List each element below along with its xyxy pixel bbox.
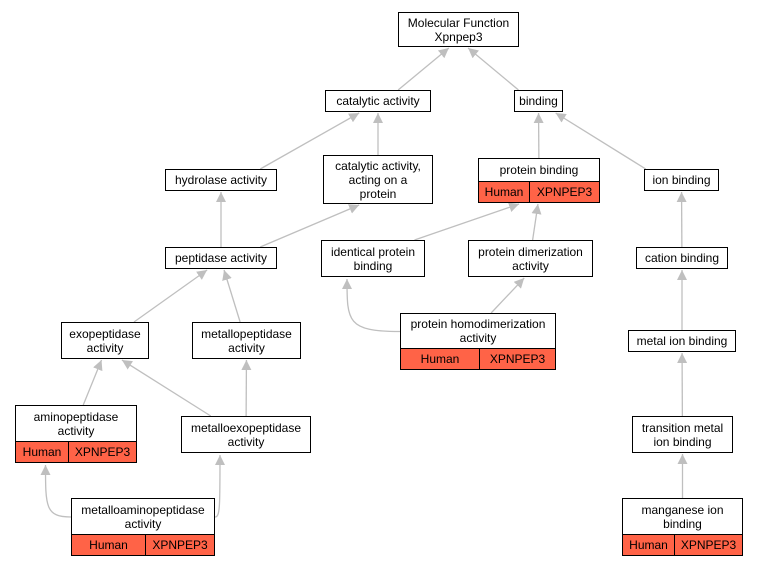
node-label: ion binding xyxy=(652,173,711,187)
gene-cell: XPNPEP3 xyxy=(152,538,208,552)
species-cell: Human xyxy=(401,349,480,369)
gene-cell: XPNPEP3 xyxy=(536,185,593,199)
node-label: catalytic activity xyxy=(336,94,420,108)
edge-homodimer-to-identical xyxy=(342,278,401,333)
node-label: protein binding xyxy=(499,163,579,177)
node-catalytic-activity[interactable]: catalytic activity xyxy=(325,90,431,112)
node-exopeptidase-activity[interactable]: exopeptidase activity xyxy=(61,322,149,359)
node-metalloexopeptidase-activity[interactable]: metalloexopeptidase activity xyxy=(181,416,311,453)
node-protein-dimerization-activity[interactable]: protein dimerization activity xyxy=(468,240,593,277)
edge-dimer-to-protein_binding xyxy=(531,203,542,241)
edge-peptidase-to-cat_protein xyxy=(259,204,360,248)
species-cell: Human xyxy=(16,442,69,462)
edge-identical-to-protein_binding xyxy=(414,202,520,241)
node-label: manganese ion binding xyxy=(641,502,724,531)
edge-catalytic-to-mf xyxy=(397,47,450,91)
node-label: cation binding xyxy=(644,251,720,265)
node-label: metalloexopeptidase activity xyxy=(190,420,302,449)
edge-ion_binding-to-binding xyxy=(555,112,647,170)
edge-aminopeptidase-to-exopeptidase xyxy=(82,359,103,406)
node-label: Molecular Function Xpnpep3 xyxy=(407,15,510,44)
edge-metalloexo-to-exopeptidase xyxy=(121,359,212,417)
node-aminopeptidase-activity[interactable]: aminopeptidase activity Human XPNPEP3 xyxy=(15,405,137,463)
node-identical-protein-binding[interactable]: identical protein binding xyxy=(321,240,425,277)
node-manganese-ion-binding[interactable]: manganese ion binding Human XPNPEP3 xyxy=(622,498,743,556)
species-cell: Human xyxy=(72,535,146,555)
node-metallopeptidase-activity[interactable]: metallopeptidase activity xyxy=(192,322,301,359)
node-peptidase-activity[interactable]: peptidase activity xyxy=(165,247,277,269)
node-molecular-function[interactable]: Molecular Function Xpnpep3 xyxy=(398,12,519,47)
node-label: transition metal ion binding xyxy=(641,420,724,449)
annotation-row: Human XPNPEP3 xyxy=(401,348,555,369)
node-protein-homodimerization-activity[interactable]: protein homodimerization activity Human … xyxy=(400,313,556,370)
species-cell: Human xyxy=(623,535,675,555)
node-label: metalloaminopeptidase activity xyxy=(81,502,205,531)
edge-metallopeptidase-to-peptidase xyxy=(222,269,241,323)
node-metalloaminopeptidase-activity[interactable]: metalloaminopeptidase activity Human XPN… xyxy=(71,498,215,556)
node-label: peptidase activity xyxy=(174,251,268,265)
node-label: binding xyxy=(519,94,558,108)
edge-homodimer-to-dimer xyxy=(490,277,525,314)
node-hydrolase-activity[interactable]: hydrolase activity xyxy=(165,169,277,191)
node-catalytic-activity-acting-on-a-protein[interactable]: catalytic activity, acting on a protein xyxy=(323,155,433,204)
node-ion-binding[interactable]: ion binding xyxy=(644,169,719,191)
node-binding[interactable]: binding xyxy=(514,90,563,112)
node-label: hydrolase activity xyxy=(174,173,268,187)
node-metal-ion-binding[interactable]: metal ion binding xyxy=(628,330,736,352)
gene-cell: XPNPEP3 xyxy=(74,445,131,459)
species-cell: Human xyxy=(479,182,530,202)
annotation-row: Human XPNPEP3 xyxy=(16,441,136,462)
edge-hydrolase-to-catalytic xyxy=(259,112,360,170)
node-label: protein dimerization activity xyxy=(478,244,583,273)
annotation-row: Human XPNPEP3 xyxy=(623,534,742,555)
node-label: metallopeptidase activity xyxy=(201,326,292,355)
node-label: aminopeptidase activity xyxy=(33,409,119,438)
node-label: metal ion binding xyxy=(636,334,728,348)
node-label: identical protein binding xyxy=(330,244,416,273)
edge-metalloamino-to-aminopeptidase xyxy=(40,464,72,518)
gene-cell: XPNPEP3 xyxy=(489,352,546,366)
edge-exopeptidase-to-peptidase xyxy=(133,269,208,323)
edge-binding-to-mf xyxy=(467,47,519,91)
edge-metalloamino-to-metalloexo xyxy=(214,454,225,518)
node-label: exopeptidase activity xyxy=(69,326,141,355)
annotation-row: Human XPNPEP3 xyxy=(72,534,214,555)
node-protein-binding[interactable]: protein binding Human XPNPEP3 xyxy=(478,158,600,203)
annotation-row: Human XPNPEP3 xyxy=(479,181,599,202)
gene-cell: XPNPEP3 xyxy=(680,538,737,552)
node-cation-binding[interactable]: cation binding xyxy=(636,247,728,269)
node-label: catalytic activity, acting on a protein xyxy=(335,158,421,201)
node-label: protein homodimerization activity xyxy=(410,317,546,345)
node-transition-metal-ion-binding[interactable]: transition metal ion binding xyxy=(632,416,733,453)
